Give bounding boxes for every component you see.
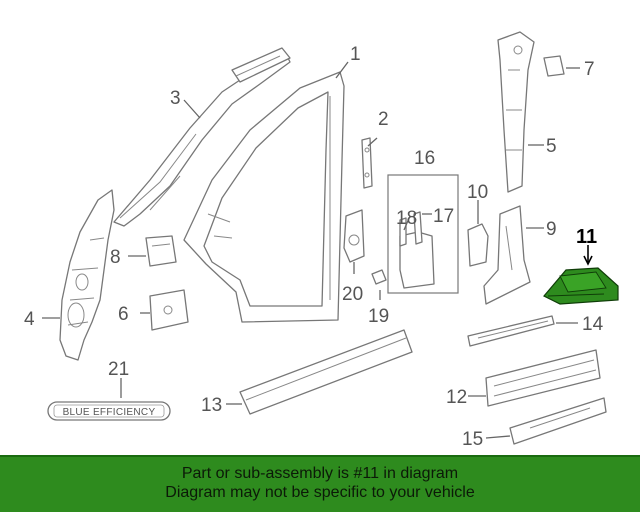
callout-3[interactable]: 3 xyxy=(170,88,181,109)
part-20-latch-plate[interactable] xyxy=(343,209,365,263)
info-banner: Part or sub-assembly is #11 in diagram D… xyxy=(0,455,640,512)
part-16-trim-group[interactable] xyxy=(387,174,459,294)
part-11-highlighted[interactable] xyxy=(543,267,619,305)
banner-line-2: Diagram may not be specific to your vehi… xyxy=(165,484,475,501)
callout-8[interactable]: 8 xyxy=(110,247,121,268)
callout-5[interactable]: 5 xyxy=(546,136,557,157)
callout-14[interactable]: 14 xyxy=(582,314,604,335)
callout-13[interactable]: 13 xyxy=(201,395,222,416)
part-5-b-pillar[interactable] xyxy=(497,31,535,193)
part-10-trim[interactable] xyxy=(467,223,489,267)
callout-16[interactable]: 16 xyxy=(414,148,435,169)
callout-1[interactable]: 1 xyxy=(350,44,361,65)
callout-labels: 1 2 3 4 5 6 7 8 9 10 11 12 13 14 15 16 1… xyxy=(24,44,604,450)
part-4-a-pillar-inner[interactable] xyxy=(59,189,115,361)
part-19-clip[interactable] xyxy=(371,269,387,285)
callout-19[interactable]: 19 xyxy=(368,306,389,327)
callout-9[interactable]: 9 xyxy=(546,219,557,240)
part-2-hinge-bracket[interactable] xyxy=(361,137,373,189)
badge-text: BLUE EFFICIENCY xyxy=(63,407,156,418)
callout-15[interactable]: 15 xyxy=(462,429,483,450)
callout-7[interactable]: 7 xyxy=(584,59,595,80)
callout-10[interactable]: 10 xyxy=(467,182,488,203)
callout-2[interactable]: 2 xyxy=(378,109,389,130)
callout-20[interactable]: 20 xyxy=(342,284,363,305)
part-1-door-frame[interactable] xyxy=(183,71,345,323)
callout-17[interactable]: 17 xyxy=(433,206,454,227)
part-7-bracket[interactable] xyxy=(543,55,565,77)
callout-18[interactable]: 18 xyxy=(396,208,417,229)
part-3-roof-rail[interactable] xyxy=(113,47,291,227)
part-9-pillar-trim[interactable] xyxy=(483,205,531,305)
part-21-badge[interactable]: BLUE EFFICIENCY xyxy=(47,401,171,421)
banner-line-1: Part or sub-assembly is #11 in diagram xyxy=(181,465,459,482)
part-12-rocker-inner[interactable] xyxy=(485,349,601,407)
part-6-reinforcement[interactable] xyxy=(149,289,189,331)
callout-6[interactable]: 6 xyxy=(118,304,129,325)
part-15-rocker-extension[interactable] xyxy=(509,397,607,445)
leader-lines xyxy=(42,61,593,439)
callout-4[interactable]: 4 xyxy=(24,309,35,330)
parts-diagram: BLUE EFFICIENCY 1 2 3 4 5 6 7 8 9 1 xyxy=(24,31,619,450)
callout-11[interactable]: 11 xyxy=(576,226,597,248)
callout-21[interactable]: 21 xyxy=(108,359,129,380)
callout-12[interactable]: 12 xyxy=(446,387,467,408)
part-14-rocker-reinforcement[interactable] xyxy=(467,315,555,347)
part-8-bracket[interactable] xyxy=(145,235,177,267)
part-13-rocker-outer[interactable] xyxy=(239,329,413,415)
